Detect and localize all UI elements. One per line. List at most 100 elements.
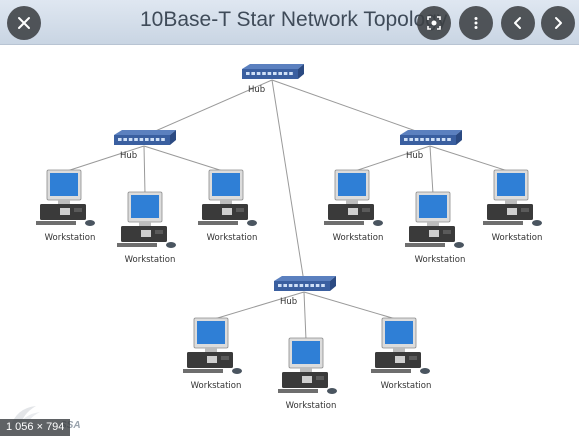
drive-bay [141, 230, 151, 237]
hub-left: Hub [114, 130, 176, 161]
mouse [454, 242, 464, 248]
monitor-screen [197, 321, 225, 344]
mouse [420, 368, 430, 374]
monitor-stand [58, 200, 70, 204]
keyboard [117, 243, 157, 247]
drive-bay [60, 208, 70, 215]
cable-line [143, 145, 146, 195]
monitor-screen [50, 173, 78, 196]
monitor-stand [346, 200, 358, 204]
monitor-screen [419, 195, 447, 218]
drive-slot [316, 376, 324, 380]
mouse [232, 368, 242, 374]
hub-side-face [170, 130, 176, 145]
hub-port [441, 138, 446, 141]
workstation-label: Workstation [286, 401, 337, 411]
hub-port [288, 284, 293, 287]
cable-line [303, 291, 307, 341]
drive-bay [395, 356, 405, 363]
cable-line [143, 145, 227, 173]
hub-port [404, 138, 408, 141]
workstation: Workstation [483, 169, 542, 243]
previous-button[interactable] [501, 6, 535, 40]
workstation-label: Workstation [415, 255, 466, 265]
keyboard [405, 243, 445, 247]
cable-line [271, 79, 431, 137]
monitor-stand [205, 348, 217, 352]
drive-slot [409, 356, 417, 360]
hub-port [251, 72, 255, 75]
drive-slot [362, 208, 370, 212]
keyboard [36, 221, 76, 225]
hub-top-face [114, 130, 176, 135]
workstation: Workstation [198, 169, 258, 243]
drive-slot [155, 230, 163, 234]
monitor-stand [139, 222, 151, 226]
mouse [247, 220, 257, 226]
hub-port [262, 72, 266, 75]
hub-port [273, 72, 277, 75]
hub-label: Hub [120, 151, 137, 161]
next-button[interactable] [541, 6, 575, 40]
hub-port [447, 138, 451, 141]
hub-port [425, 138, 430, 141]
cable-line [429, 145, 512, 173]
hub-port [155, 138, 160, 141]
drive-slot [443, 230, 451, 234]
hub-port [305, 284, 309, 287]
workstation: Workstation [371, 317, 431, 391]
hub-port [267, 72, 272, 75]
drive-bay [207, 356, 217, 363]
hub-port [118, 138, 122, 141]
viewer-top-bar: 10Base-T Star Network Topology [0, 0, 579, 45]
more-icon [474, 17, 478, 29]
lens-icon [427, 16, 441, 30]
hub-port [321, 284, 325, 287]
drive-slot [221, 356, 229, 360]
drive-bay [507, 208, 517, 215]
keyboard [324, 221, 364, 225]
hub-port [150, 138, 154, 141]
hub-port [134, 138, 138, 141]
cable-line [351, 145, 431, 173]
hub-port [289, 72, 293, 75]
drive-bay [302, 376, 312, 383]
hub-label: Hub [406, 151, 423, 161]
keyboard [198, 221, 238, 225]
workstation-label: Workstation [45, 233, 96, 243]
keyboard [278, 389, 318, 393]
hub-bottom: Hub [274, 276, 336, 307]
image-size-label: 1 056 × 794 [0, 419, 71, 436]
hub-side-face [330, 276, 336, 291]
hub-port [139, 138, 144, 141]
hub-port [299, 284, 304, 287]
hub-port [278, 72, 282, 75]
hub-port [310, 284, 314, 287]
chevron-right-icon [555, 17, 562, 29]
hub-side-face [456, 130, 462, 145]
monitor-screen [338, 173, 366, 196]
lens-button[interactable] [417, 6, 451, 40]
keyboard [183, 369, 223, 373]
hub-label: Hub [280, 297, 297, 307]
hub-right: Hub [400, 130, 462, 161]
hub-port [420, 138, 424, 141]
drive-slot [74, 208, 82, 212]
workstation: Workstation [117, 191, 176, 265]
hub-port [283, 72, 288, 75]
network-links [63, 79, 512, 341]
workstation: Workstation [405, 191, 466, 265]
more-options-button[interactable] [459, 6, 493, 40]
chevron-left-icon [514, 17, 521, 29]
close-button[interactable] [7, 6, 41, 40]
cable-line [271, 79, 305, 283]
hub-top-face [242, 64, 304, 69]
drive-slot [236, 208, 244, 212]
drive-bay [348, 208, 358, 215]
workstation: Workstation [324, 169, 383, 243]
hub-port [436, 138, 440, 141]
hub-top-face [400, 130, 462, 135]
hub-port [145, 138, 149, 141]
workstation-label: Workstation [207, 233, 258, 243]
